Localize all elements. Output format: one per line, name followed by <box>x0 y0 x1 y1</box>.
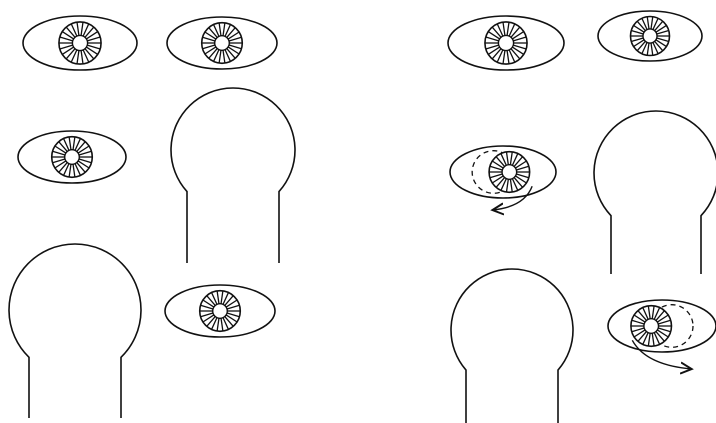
eye-icon-left-3 <box>18 131 126 183</box>
eye-icon-right-3 <box>450 146 556 210</box>
eye-icon-right-4 <box>608 300 716 369</box>
eye-icon-right-1 <box>448 16 564 70</box>
eye-icon-left-1 <box>23 16 137 70</box>
head-outline-icon-right-1 <box>594 111 716 274</box>
eye-icon-left-4 <box>165 285 275 337</box>
eye-icon-left-2 <box>167 17 277 69</box>
head-outline-icon-right-2 <box>451 269 573 423</box>
eye-icon-right-2 <box>598 11 702 61</box>
head-outline-icon-left-1 <box>171 88 295 263</box>
head-outline-icon-left-2 <box>9 244 141 418</box>
